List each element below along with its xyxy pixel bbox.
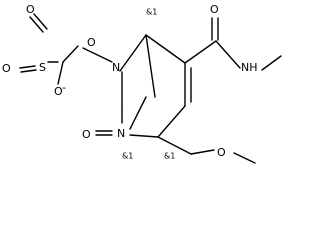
atom-label-n-bottom: N [117,127,125,140]
atom-label-o-amide: O [210,3,219,16]
atom-label-o-anion: O [54,85,63,98]
atom-label-o-sulfonyl-left: O [2,62,11,75]
atom-label-o-sulfonyl-top: O [26,3,35,16]
bond-lines [19,13,282,164]
atom-label-o-anion-charge: - [62,81,66,94]
stereo-label-n-bottom: &1 [122,152,133,161]
stereo-label-bridgehead-top: &1 [146,8,157,17]
chemical-structure-diagram: O O O S O - N O N O NH O &1 &1 &1 [2,3,282,164]
atom-label-nh-amide: NH [241,61,258,74]
atom-label-o-lactam: O [82,128,91,141]
atom-labels: O O O S O - N O N O NH O &1 &1 &1 [2,3,258,161]
atom-label-n-top: N [112,61,120,74]
atom-label-o-methoxy: O [217,146,226,159]
stereo-label-ch-bottom: &1 [164,152,175,161]
atom-label-s: S [39,61,46,74]
atom-label-o-ether-top: O [87,36,96,49]
